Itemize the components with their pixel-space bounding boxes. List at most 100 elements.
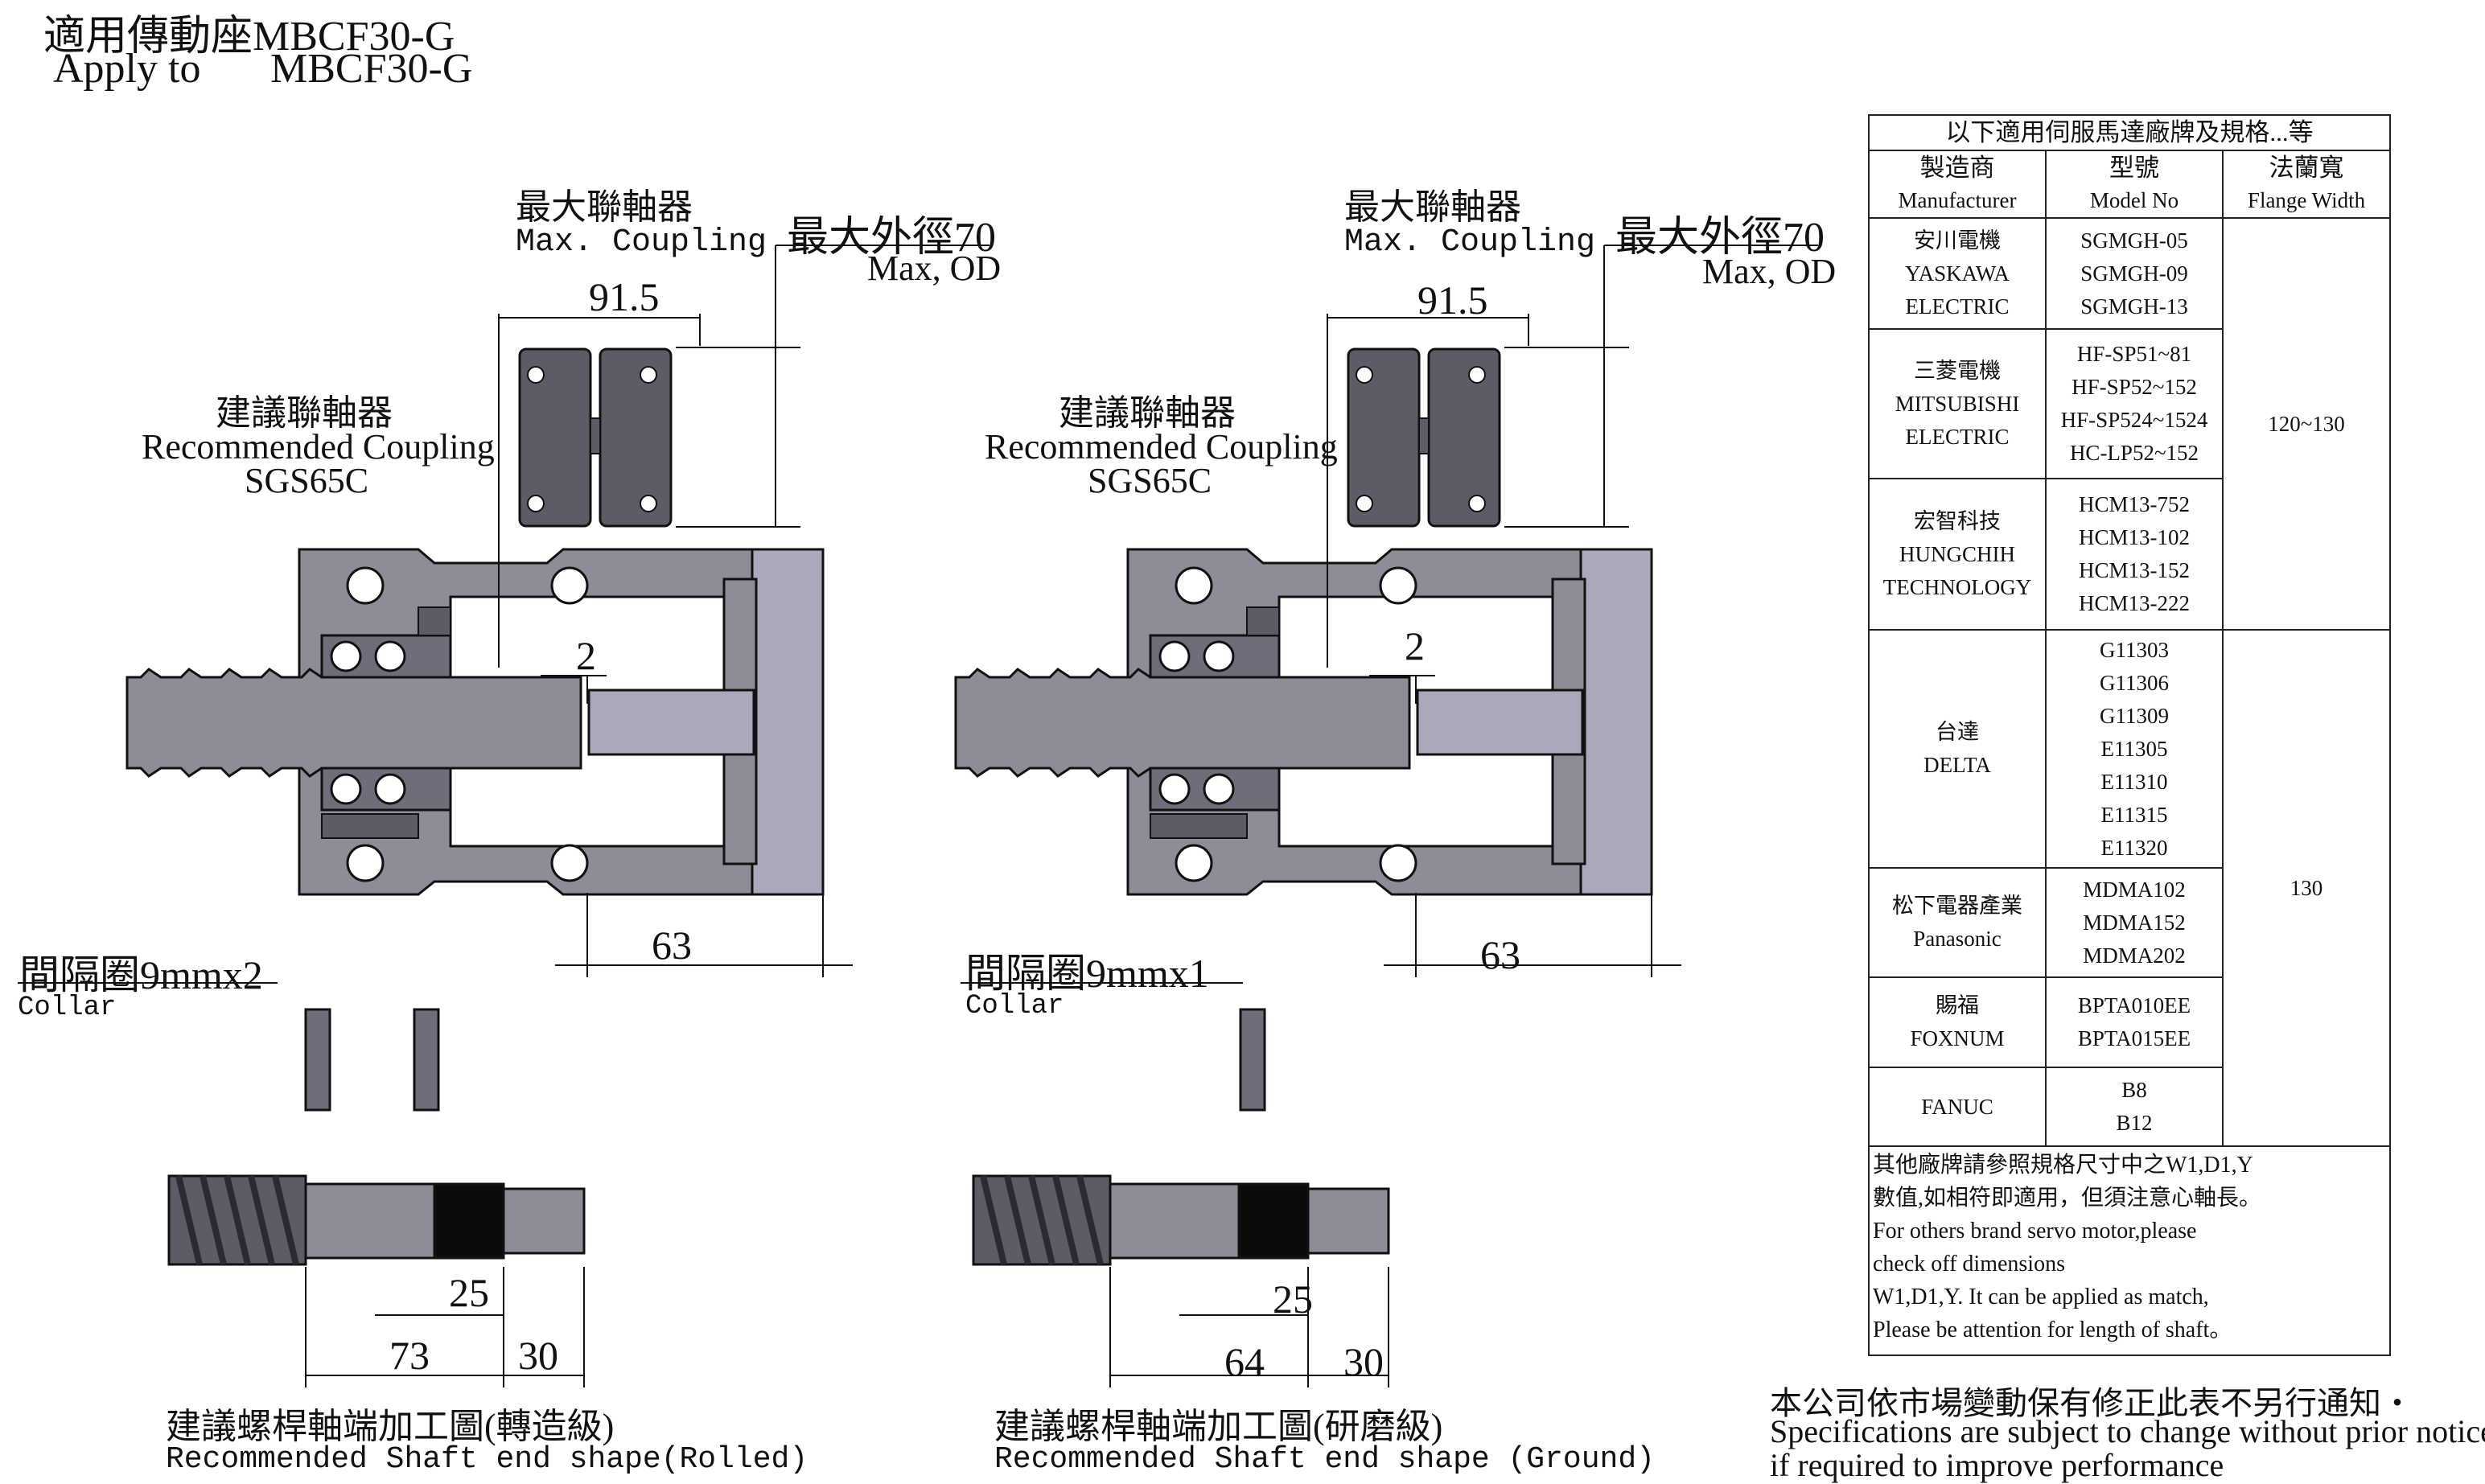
maker-line: TECHNOLOGY <box>1882 574 2032 599</box>
model-item: HF-SP524~1524 <box>2060 408 2208 432</box>
left-collar-en: Collar <box>18 993 117 1023</box>
right-dim-flange: 63 <box>1480 932 1520 977</box>
maker-line: 安川電機 <box>1914 228 2001 253</box>
maker-line: 三菱電機 <box>1914 358 2001 383</box>
maker-line: 宏智科技 <box>1914 508 2001 533</box>
model-item: B12 <box>2116 1111 2153 1135</box>
left-assembly <box>125 244 991 979</box>
right-dim-shaft-a: 25 <box>1273 1276 1313 1322</box>
footer-notice-en1: Specifications are subject to change wit… <box>1770 1413 2485 1449</box>
right-max-od-en: Max, OD <box>1702 252 1837 291</box>
right-dim-shaft-c: 30 <box>1343 1339 1384 1384</box>
model-item: HCM13-222 <box>2078 591 2190 615</box>
row-yaskawa-maker: 安川電機 YASKAWA ELECTRIC <box>1870 219 2047 330</box>
right-dim-gap: 2 <box>1405 623 1425 668</box>
model-item: HCM13-152 <box>2078 558 2190 582</box>
note-line: W1,D1,Y. It can be applied as match, <box>1873 1285 2209 1309</box>
right-rec-coupling-en: Recommended Coupling <box>985 427 1338 467</box>
header-manufacturer-zh: 製造商 <box>1919 154 1995 182</box>
footer-notice-zh: 本公司依市場變動保有修正此表不另行通知・ <box>1770 1385 2413 1421</box>
left-max-coupling-en: Max. Coupling <box>516 224 767 261</box>
table-note: 其他廠牌請參照規格尺寸中之W1,D1,Y 數值,如相符即適用，但須注意心軸長。 … <box>1873 1149 2388 1346</box>
model-item: SGMGH-05 <box>2080 228 2188 253</box>
right-max-coupling-zh: 最大聯軸器 <box>1344 187 1521 227</box>
model-item: MDMA152 <box>2083 910 2186 935</box>
right-rec-coupling-zh: 建議聯軸器 <box>1059 393 1236 433</box>
left-dim-shaft-b: 73 <box>389 1333 430 1378</box>
left-rec-coupling-en: Recommended Coupling <box>142 427 495 467</box>
right-assembly <box>954 244 1820 979</box>
left-collar-2 <box>413 1008 440 1112</box>
left-max-od-en: Max, OD <box>867 249 1002 288</box>
model-item: E11305 <box>2100 736 2168 761</box>
maker-line: YASKAWA <box>1905 261 2010 286</box>
row-mitsubishi-models: HF-SP51~81 HF-SP52~152 HF-SP524~1524 HC-… <box>2047 330 2224 479</box>
header-model: 型號 Model No <box>2047 151 2224 219</box>
row-yaskawa-models: SGMGH-05 SGMGH-09 SGMGH-13 <box>2047 219 2224 330</box>
maker-line: 台達 <box>1936 720 1979 744</box>
model-item: G11303 <box>2100 637 2169 662</box>
left-dim-gap: 2 <box>576 633 596 678</box>
right-collar-en: Collar <box>965 991 1064 1022</box>
maker-line: HUNGCHIH <box>1899 541 2015 566</box>
maker-line: MITSUBISHI <box>1895 391 2020 416</box>
row-delta-maker: 台達 DELTA <box>1870 631 2047 869</box>
row-delta-models: G11303 G11306 G11309 E11305 E11310 E1131… <box>2047 631 2224 869</box>
right-shaft-title-zh: 建議螺桿軸端加工圖(研磨級) <box>994 1407 1443 1446</box>
model-item: G11309 <box>2100 703 2169 728</box>
model-item: BPTA015EE <box>2077 1026 2191 1050</box>
left-collar-1 <box>304 1008 331 1112</box>
header-flange-en: Flange Width <box>2247 188 2366 212</box>
motor-compat-table: 以下適用伺服馬達廠牌及規格...等 製造商 Manufacturer 型號 Mo… <box>1868 114 2391 1356</box>
maker-line: FANUC <box>1921 1094 1993 1119</box>
right-dim-shaft-b: 64 <box>1224 1339 1265 1384</box>
maker-line: ELECTRIC <box>1905 294 2010 319</box>
maker-line: 松下電器產業 <box>1892 894 2022 918</box>
right-shaft <box>973 1176 1389 1387</box>
model-item: BPTA010EE <box>2077 993 2191 1017</box>
model-item: MDMA102 <box>2083 877 2186 902</box>
left-dim-flange: 63 <box>652 923 692 968</box>
model-item: HC-LP52~152 <box>2069 441 2199 465</box>
page-subtitle-model: MBCF30-G <box>270 46 473 92</box>
model-item: HF-SP52~152 <box>2072 375 2197 399</box>
left-dim-coupling-len: 91.5 <box>589 274 660 319</box>
maker-line: 賜福 <box>1936 993 1979 1017</box>
right-collar-zh: 間隔圈9mmx1 <box>965 951 1209 996</box>
model-item: MDMA202 <box>2083 943 2186 968</box>
model-item: HCM13-752 <box>2078 492 2190 516</box>
row-foxnum-models: BPTA010EE BPTA015EE <box>2047 978 2224 1068</box>
note-line: 數值,如相符即適用，但須注意心軸長。 <box>1873 1186 2262 1211</box>
row-panasonic-models: MDMA102 MDMA152 MDMA202 <box>2047 869 2224 978</box>
header-model-zh: 型號 <box>2109 154 2159 182</box>
right-collar <box>1239 1008 1266 1112</box>
row-panasonic-maker: 松下電器產業 Panasonic <box>1870 869 2047 978</box>
page-subtitle-prefix: Apply to <box>53 46 201 92</box>
row-fanuc-maker: FANUC <box>1870 1068 2047 1147</box>
note-line: 其他廠牌請參照規格尺寸中之W1,D1,Y <box>1873 1153 2253 1178</box>
maker-line: ELECTRIC <box>1905 424 2010 449</box>
page-title: 適用傳動座MBCF30-G <box>43 14 455 60</box>
note-line: Please be attention for length of shaft。 <box>1873 1318 2232 1342</box>
header-manufacturer-en: Manufacturer <box>1898 188 2017 212</box>
left-shaft-title-zh: 建議螺桿軸端加工圖(轉造級) <box>166 1407 615 1446</box>
row-foxnum-maker: 賜福 FOXNUM <box>1870 978 2047 1068</box>
right-max-coupling-en: Max. Coupling <box>1344 224 1596 261</box>
header-manufacturer: 製造商 Manufacturer <box>1870 151 2047 219</box>
note-line: check off dimensions <box>1873 1252 2065 1276</box>
model-item: E11320 <box>2100 835 2168 860</box>
row-fanuc-models: B8 B12 <box>2047 1068 2224 1147</box>
maker-line: Panasonic <box>1913 927 2002 951</box>
model-item: G11306 <box>2100 670 2169 695</box>
flange-group-1: 120~130 <box>2224 219 2389 631</box>
model-item: HF-SP51~81 <box>2076 342 2192 366</box>
footer-notice-en2: if required to improve performance <box>1770 1447 2224 1483</box>
left-dim-shaft-c: 30 <box>518 1333 558 1378</box>
header-flange: 法蘭寬 Flange Width <box>2224 151 2389 219</box>
left-rec-coupling-zh: 建議聯軸器 <box>216 393 393 433</box>
header-model-en: Model No <box>2089 188 2179 212</box>
left-dim-shaft-a: 25 <box>449 1270 489 1315</box>
model-item: E11315 <box>2100 802 2168 827</box>
row-hungchih-models: HCM13-752 HCM13-102 HCM13-152 HCM13-222 <box>2047 479 2224 631</box>
